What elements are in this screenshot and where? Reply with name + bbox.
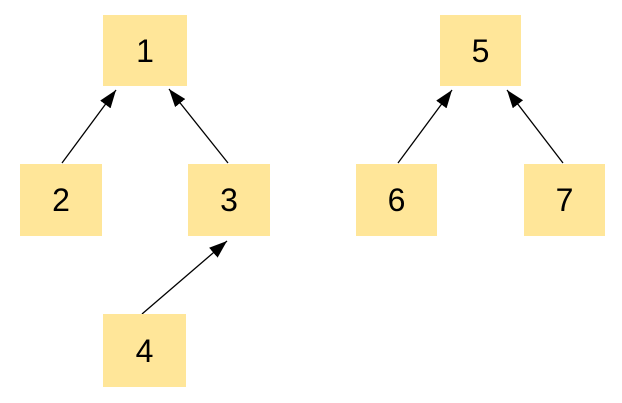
tree-node-4: 4 [103, 314, 186, 387]
tree-node-6: 6 [356, 164, 437, 236]
tree-node-2: 2 [20, 164, 102, 236]
tree-node-1: 1 [103, 15, 187, 86]
node-label: 3 [220, 182, 238, 218]
tree-node-7: 7 [524, 164, 605, 236]
edge-arrow-6-to-5 [397, 89, 453, 164]
node-label: 4 [135, 332, 154, 369]
node-label: 7 [555, 182, 574, 218]
tree-node-5: 5 [440, 15, 521, 86]
tree-node-3: 3 [188, 164, 270, 236]
node-label: 6 [387, 182, 406, 218]
node-label: 1 [136, 32, 154, 69]
edge-arrow-3-to-1 [168, 88, 229, 164]
edge-arrow-4-to-3 [141, 240, 228, 315]
node-label: 5 [471, 32, 490, 69]
node-label: 2 [52, 182, 70, 218]
edge-arrow-2-to-1 [61, 89, 117, 164]
edge-arrow-7-to-5 [506, 89, 564, 164]
